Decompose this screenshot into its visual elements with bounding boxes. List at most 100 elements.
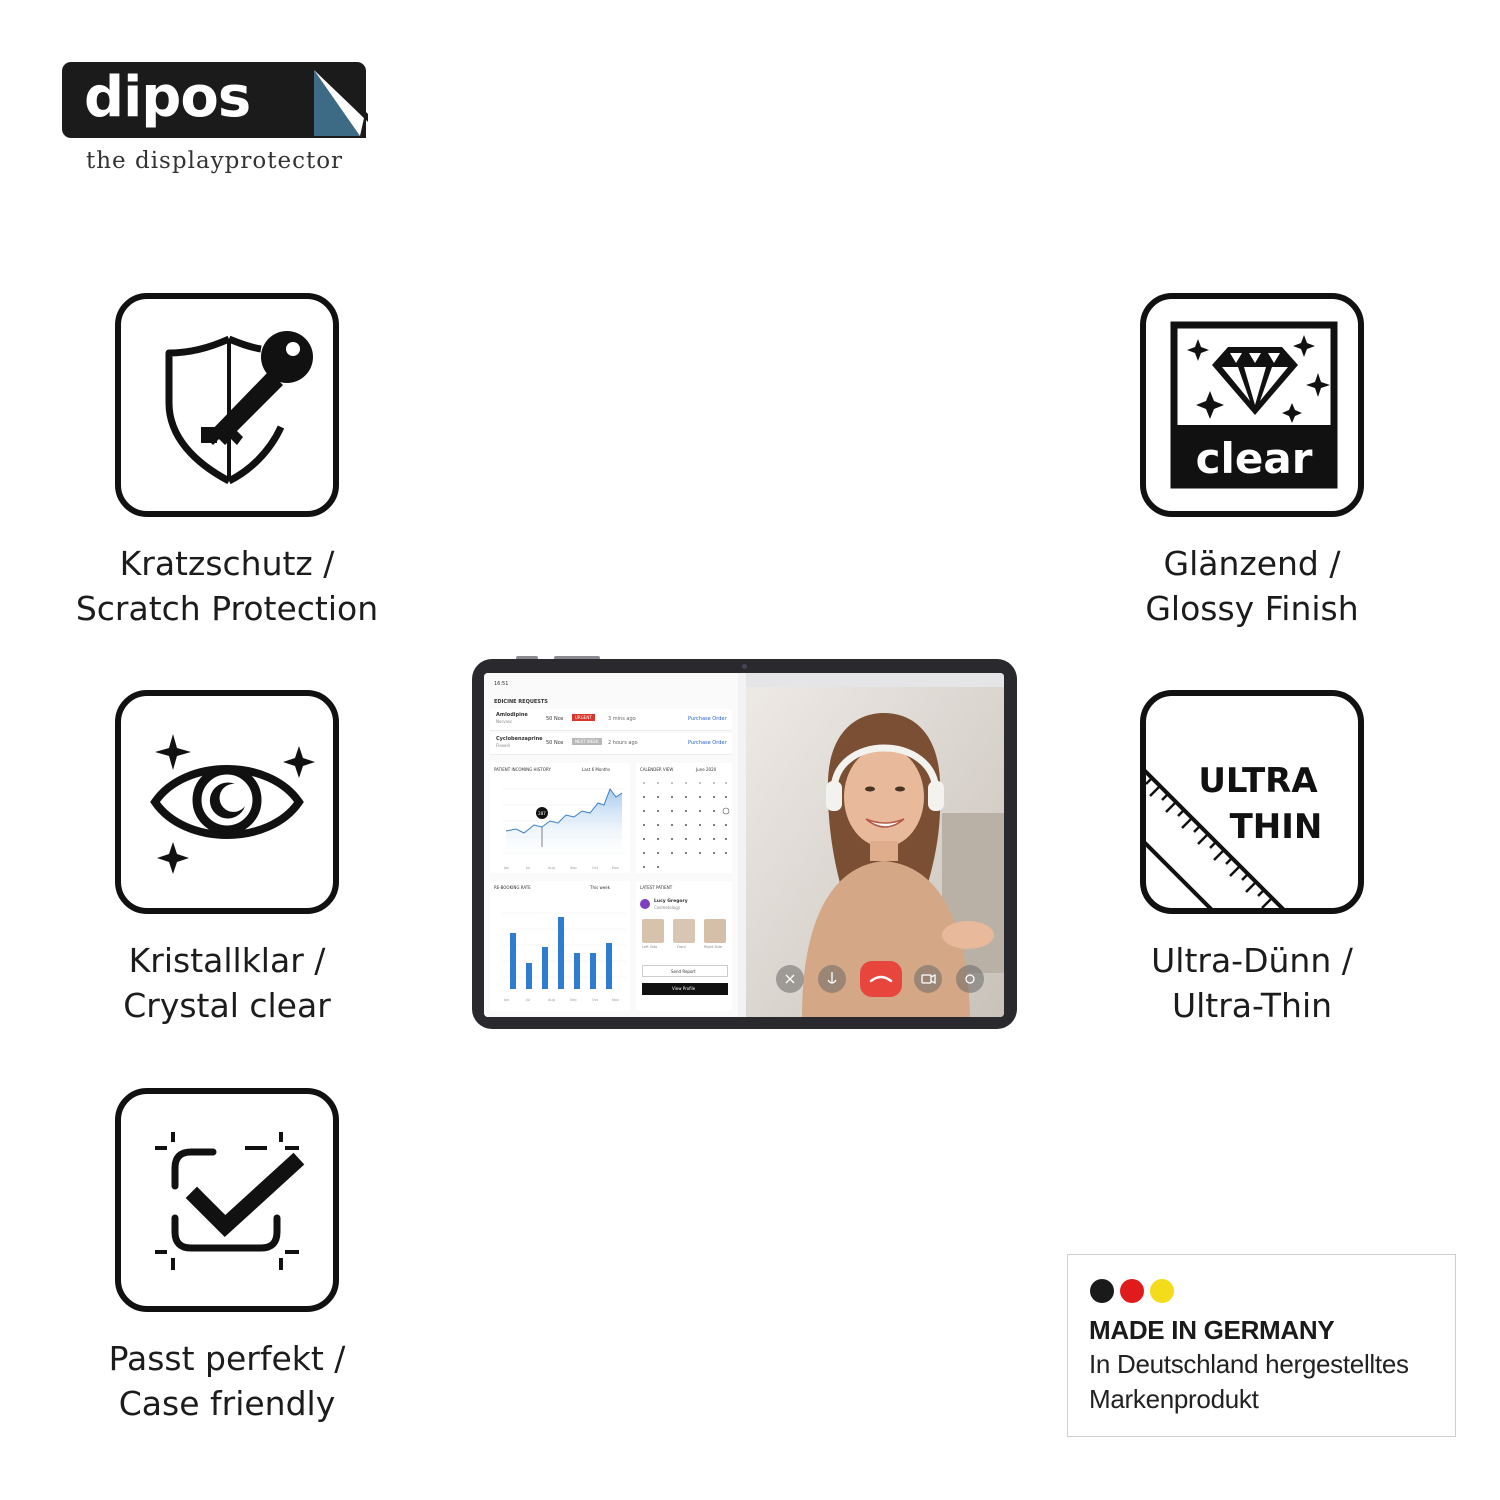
feature-tile: ULTRA THIN — [1140, 690, 1364, 914]
month-label: Jul — [525, 866, 530, 870]
feature-label-en: Case friendly — [118, 1384, 336, 1423]
brand-logo: dipos the displayprotector — [62, 62, 368, 180]
feature-glossy-finish: clear Glänzend / Glossy Finish — [1092, 293, 1412, 631]
latest-patient-card: LATEST PATIENT Lucy Gregory Cosmetology … — [636, 881, 732, 1011]
month-label: Sep — [570, 866, 577, 870]
feature-label-de: Glänzend / — [1163, 544, 1341, 583]
feature-label: Glänzend / Glossy Finish — [1092, 541, 1412, 631]
month-label: Aug — [548, 866, 555, 870]
month-label: Jan — [503, 866, 509, 870]
feature-label-de: Kristallklar / — [128, 941, 326, 980]
german-flag-dots-icon — [1090, 1279, 1174, 1303]
diamond-clear-text: clear — [1196, 434, 1313, 483]
end-call-icon — [860, 961, 902, 997]
calendar-month-select[interactable]: June 2020 — [696, 767, 717, 772]
month-label: Oct — [592, 998, 599, 1002]
tablet-button — [554, 656, 600, 660]
rebooking-bar-chart: Jan Jul Aug Sep Oct Nov — [502, 912, 626, 1002]
feature-label-en: Crystal clear — [123, 986, 331, 1025]
send-report-label: Send Report — [671, 969, 696, 974]
view-profile-button[interactable]: View Profile — [642, 983, 728, 995]
patient-photo — [642, 919, 664, 943]
medicine-qty: 50 Nos — [546, 740, 564, 746]
feature-label: Ultra-Dünn / Ultra-Thin — [1092, 938, 1412, 1028]
avatar — [640, 899, 650, 909]
medicine-time: 3 mins ago — [608, 716, 636, 722]
shield-key-icon — [165, 331, 313, 485]
photo-caption: Right Side — [704, 945, 722, 949]
made-in-germany-badge: MADE IN GERMANY In Deutschland hergestel… — [1067, 1254, 1456, 1437]
calendar-title: CALENDER VIEW — [640, 767, 674, 772]
purchase-order-link[interactable]: Purchase Order — [688, 716, 727, 722]
view-profile-label: View Profile — [672, 986, 696, 991]
rebooking-range-select[interactable]: This week — [590, 885, 610, 890]
feature-label-de: Kratzschutz / — [119, 544, 335, 583]
month-label: Jul — [525, 998, 530, 1002]
month-label: Oct — [592, 866, 599, 870]
ruler-ultra-thin-icon: ULTRA THIN — [1146, 761, 1323, 908]
history-line-chart: 287 Jan Jul Aug Sep Oct Nov — [502, 787, 626, 870]
status-badge: NEXT WEEK — [572, 738, 602, 745]
patient-photo — [704, 919, 726, 943]
feature-label-de: Ultra-Dünn / — [1151, 941, 1353, 980]
rebooking-card: RE-BOOKING RATE This week — [490, 881, 630, 1011]
photo-caption: Front — [677, 945, 686, 949]
feature-tile — [115, 293, 339, 517]
settings-icon — [956, 965, 984, 993]
feature-label-en: Glossy Finish — [1145, 589, 1359, 628]
badge-title: MADE IN GERMANY — [1089, 1315, 1335, 1345]
video-call-photo — [746, 673, 1004, 1017]
medicine-name: Amlodipine — [496, 712, 528, 718]
feature-label-de: Passt perfekt / — [108, 1339, 346, 1378]
feature-tile: clear — [1140, 293, 1364, 517]
dashboard-pane: 16:51 EDICINE REQUESTS Amlodipine Norvas… — [484, 673, 738, 1017]
feature-label: Kratzschutz / Scratch Protection — [67, 541, 387, 631]
medicine-qty: 50 Nos — [546, 716, 564, 722]
logo-fold-icon — [310, 62, 368, 138]
status-time: 16:51 — [494, 681, 509, 687]
badge-line-1: In Deutschland hergestelltes — [1089, 1349, 1409, 1379]
camera-icon — [742, 664, 747, 669]
medicine-section-title: EDICINE REQUESTS — [494, 699, 548, 705]
calendar-grid — [643, 782, 730, 868]
tablet-device: 16:51 EDICINE REQUESTS Amlodipine Norvas… — [472, 659, 1017, 1029]
feature-label: Passt perfekt / Case friendly — [67, 1336, 387, 1426]
month-label: Nov — [612, 998, 619, 1002]
history-range-select[interactable]: Last 6 Months — [582, 767, 611, 772]
medicine-row: Amlodipine Norvasc 50 Nos URGENT 3 mins … — [490, 709, 732, 731]
patient-name: Lucy Gregory — [654, 899, 688, 904]
logo-wordmark: dipos — [84, 65, 251, 130]
history-card: PATIENT INCOMING HISTORY Last 6 Months — [490, 763, 630, 873]
feature-crystal-clear: Kristallklar / Crystal clear — [67, 690, 387, 1028]
tablet-button — [516, 656, 538, 660]
medicine-sub: Flexeril — [496, 743, 511, 748]
feature-ultra-thin: ULTRA THIN — [1092, 690, 1412, 1028]
tablet-screen: 16:51 EDICINE REQUESTS Amlodipine Norvas… — [484, 673, 1004, 1017]
eye-sparkle-icon — [150, 734, 315, 874]
feature-label-en: Ultra-Thin — [1171, 986, 1333, 1025]
rebooking-title: RE-BOOKING RATE — [494, 885, 531, 890]
video-icon — [914, 965, 942, 993]
patient-sub: Cosmetology — [654, 905, 681, 910]
calendar-card: CALENDER VIEW June 2020 — [636, 763, 732, 873]
patient-photo — [673, 919, 695, 943]
feature-label: Kristallklar / Crystal clear — [67, 938, 387, 1028]
month-label: Nov — [612, 866, 619, 870]
month-label: Sep — [570, 998, 577, 1002]
purchase-order-link[interactable]: Purchase Order — [688, 740, 727, 746]
feature-tile — [115, 1088, 339, 1312]
medicine-time: 2 hours ago — [608, 740, 638, 746]
thin-text: THIN — [1230, 807, 1323, 847]
video-call-pane — [746, 673, 1004, 1017]
feature-case-friendly: Passt perfekt / Case friendly — [67, 1088, 387, 1426]
feature-scratch-protection: Kratzschutz / Scratch Protection — [67, 293, 387, 631]
medicine-sub: Norvasc — [496, 719, 513, 724]
send-report-button[interactable]: Send Report — [642, 965, 728, 977]
month-label: Jan — [503, 998, 509, 1002]
medicine-row: Cyclobenzaprine Flexeril 50 Nos NEXT WEE… — [490, 733, 732, 755]
latest-patient-title: LATEST PATIENT — [640, 885, 673, 890]
chart-marker-label: 287 — [538, 811, 546, 816]
month-label: Aug — [548, 998, 555, 1002]
checkmark-frame-icon — [155, 1132, 305, 1270]
status-badge: URGENT — [572, 714, 595, 721]
